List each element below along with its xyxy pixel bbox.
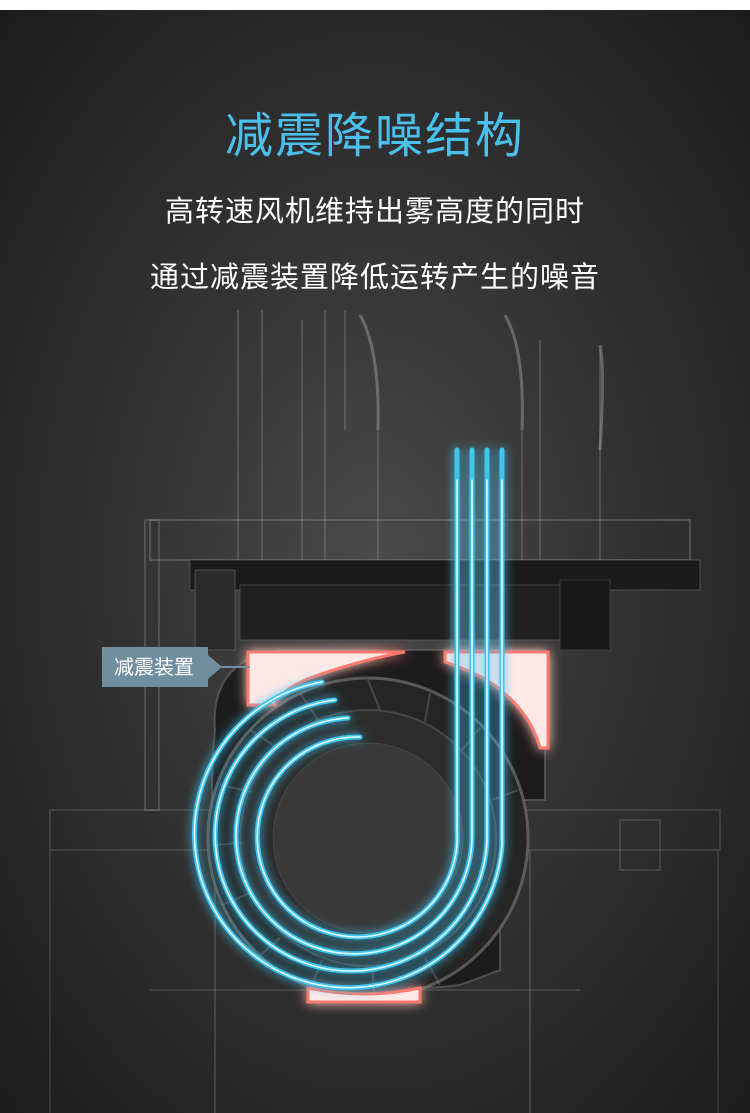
feature-description-line-1: 高转速风机维持出雾高度的同时 [164, 194, 585, 228]
fan-structure-illustration [49, 310, 721, 1113]
damper-callout-label: 减震装置 [102, 647, 222, 687]
product-feature-panel: 减震降噪结构 高转速风机维持出雾高度的同时 通过减震装置降低运转产生的噪音 [0, 10, 750, 1113]
feature-title: 减震降噪结构 [224, 108, 525, 164]
feature-description-line-2: 通过减震装置降低运转产生的噪音 [149, 260, 600, 294]
top-platform [189, 559, 701, 651]
damper-pads [246, 650, 550, 1004]
